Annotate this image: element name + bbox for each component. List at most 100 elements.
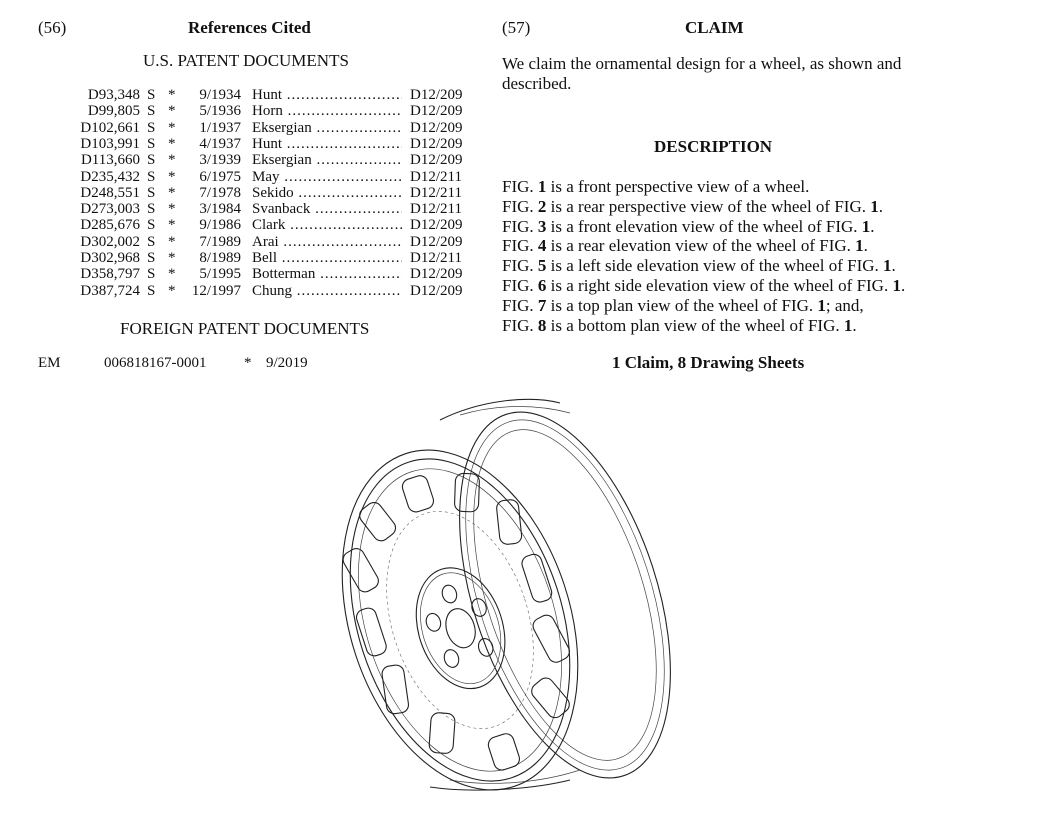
reference-kind: S <box>147 282 156 299</box>
figure-label: FIG. <box>502 196 534 216</box>
foreign-reference-row: EM 006818167-0001 * 9/2019 <box>0 355 480 373</box>
section-code-56: (56) <box>38 18 67 37</box>
reference-class: D12/209 <box>410 135 463 152</box>
figure-number: 4 <box>537 236 547 256</box>
reference-kind: S <box>147 135 156 152</box>
reference-number: D99,805 <box>87 103 140 120</box>
foreign-date: 9/2019 <box>266 355 308 371</box>
reference-number: D248,551 <box>80 184 140 201</box>
figure-tail: . <box>900 276 906 295</box>
reference-star: * <box>168 168 176 185</box>
reference-name: Bell ...................................… <box>252 250 402 266</box>
reference-class: D12/211 <box>410 201 462 218</box>
wheel-barrel <box>459 411 671 779</box>
figure-text: is a top plan view of the wheel of FIG. <box>546 295 818 315</box>
reference-kind: S <box>147 250 156 266</box>
figure-tail: . <box>863 236 868 256</box>
reference-star: * <box>168 87 176 103</box>
figure-description-line: FIG. 7 is a top plan view of the wheel o… <box>502 296 864 316</box>
figure-tail: . <box>878 196 883 216</box>
spoke-windows <box>342 472 570 771</box>
reference-class: D12/211 <box>410 184 462 201</box>
figure-number: 3 <box>537 216 547 236</box>
reference-star: * <box>168 135 176 152</box>
reference-class: D12/209 <box>410 152 463 169</box>
reference-class: D12/209 <box>410 266 463 283</box>
us-patent-documents-heading: U.S. PATENT DOCUMENTS <box>143 51 349 70</box>
figure-tail: . <box>870 216 875 236</box>
figure-number: 8 <box>537 315 547 335</box>
reference-kind: S <box>147 103 156 120</box>
reference-name: Svanback ...............................… <box>252 201 402 218</box>
reference-number: D93,348 <box>87 87 140 103</box>
reference-number: D235,432 <box>80 168 140 185</box>
figure-text: is a bottom plan view of the wheel of FI… <box>546 315 844 335</box>
figure-number: 7 <box>537 295 547 315</box>
reference-number: D302,968 <box>80 250 140 266</box>
figure-ref-number: 1 <box>843 315 853 335</box>
foreign-number: 006818167-0001 <box>104 355 207 371</box>
reference-date: 7/1989 <box>199 233 241 250</box>
reference-date: 5/1995 <box>199 266 241 283</box>
figure-description-line: FIG. 8 is a bottom plan view of the whee… <box>502 316 857 336</box>
reference-kind: S <box>147 201 156 218</box>
reference-name: Eksergian ..............................… <box>252 152 402 169</box>
reference-star: * <box>168 266 176 283</box>
figure-text: is a rear elevation view of the wheel of… <box>546 236 856 256</box>
reference-name: Clark ..................................… <box>252 217 402 234</box>
reference-date: 3/1939 <box>199 152 241 169</box>
references-cited-heading: References Cited <box>188 18 311 37</box>
figure-ref-number: 1 <box>883 256 892 276</box>
reference-date: 7/1978 <box>199 184 241 201</box>
reference-date: 3/1984 <box>199 201 241 218</box>
figure-number: 5 <box>537 256 547 276</box>
wheel-front-face <box>341 449 579 791</box>
figure-tail: ; and, <box>825 295 864 315</box>
reference-date: 9/1934 <box>199 87 241 103</box>
reference-star: * <box>168 119 176 136</box>
figure-number: 6 <box>537 276 547 295</box>
figure-label: FIG. <box>502 295 534 315</box>
figure-description-line: FIG. 3 is a front elevation view of the … <box>502 217 875 237</box>
reference-class: D12/211 <box>410 168 462 185</box>
reference-class: D12/209 <box>410 233 463 250</box>
figure-description-line: FIG. 4 is a rear elevation view of the w… <box>502 236 868 256</box>
reference-class: D12/209 <box>410 217 463 234</box>
figure-label: FIG. <box>502 216 534 236</box>
figure-tail: . <box>891 256 896 276</box>
reference-class: D12/209 <box>410 87 463 103</box>
section-code-57: (57) <box>502 18 531 37</box>
reference-star: * <box>168 152 176 169</box>
reference-star: * <box>168 282 176 299</box>
foreign-country: EM <box>38 355 61 371</box>
figure-description-line: FIG. 6 is a right side elevation view of… <box>502 276 905 296</box>
reference-number: D302,002 <box>80 233 140 250</box>
reference-date: 12/1997 <box>191 282 241 299</box>
figure-label: FIG. <box>502 177 534 196</box>
figure-text: is a left side elevation view of the whe… <box>546 256 884 276</box>
figure-label: FIG. <box>502 276 534 295</box>
reference-name: Botterman ..............................… <box>252 266 402 283</box>
reference-class: D12/209 <box>410 103 463 120</box>
reference-name: Hunt ...................................… <box>252 135 402 152</box>
figure-ref-number: 1 <box>861 216 871 236</box>
barrel-top-edge <box>439 398 561 421</box>
reference-kind: S <box>147 233 156 250</box>
figure-ref-number: 1 <box>892 276 901 295</box>
reference-star: * <box>168 250 176 266</box>
reference-number: D358,797 <box>80 266 140 283</box>
claim-text: We claim the ornamental design for a whe… <box>502 54 902 93</box>
reference-number: D102,661 <box>80 119 140 136</box>
reference-name: Arai ...................................… <box>252 233 402 250</box>
reference-date: 5/1936 <box>199 103 241 120</box>
reference-kind: S <box>147 266 156 283</box>
figure-label: FIG. <box>502 236 534 256</box>
claim-heading: CLAIM <box>685 18 744 37</box>
